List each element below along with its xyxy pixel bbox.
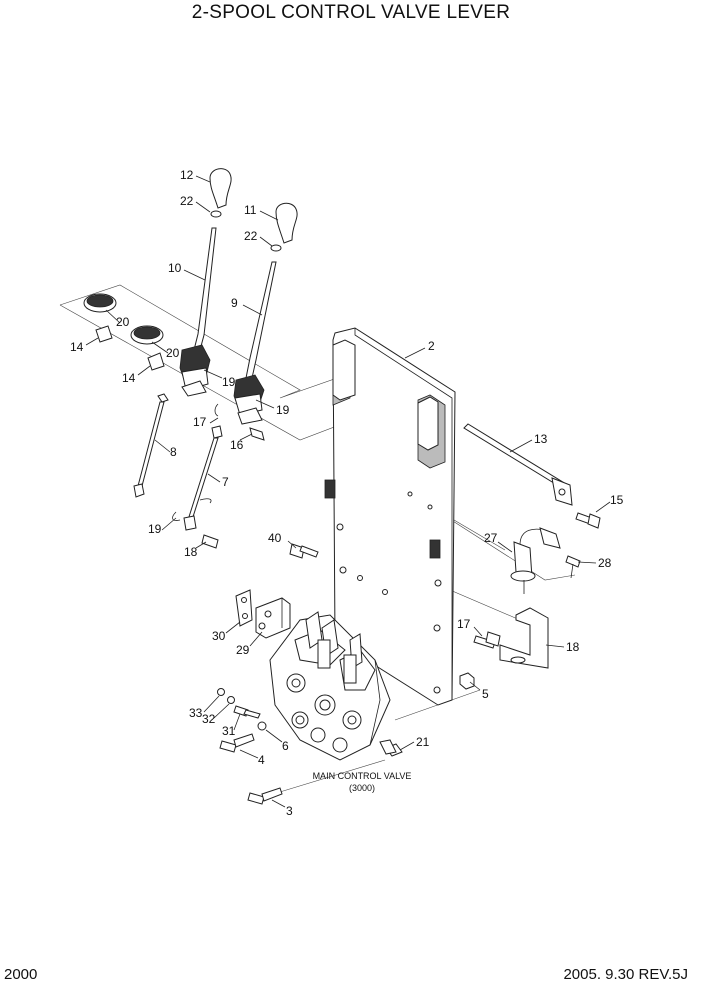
boot-20-lower bbox=[130, 325, 164, 345]
label-20b: 20 bbox=[166, 346, 180, 360]
label-29: 29 bbox=[236, 643, 250, 657]
label-22b: 22 bbox=[244, 229, 258, 243]
part-labels: 12 22 10 11 22 9 20 20 14 14 19 19 2 13 … bbox=[70, 168, 624, 818]
bracket-30 bbox=[235, 589, 253, 627]
label-13: 13 bbox=[534, 432, 548, 446]
spacer-14-lower bbox=[147, 352, 165, 371]
knob-12 bbox=[209, 168, 232, 209]
label-32: 32 bbox=[202, 712, 216, 726]
label-27: 27 bbox=[484, 531, 498, 545]
bolt-40 bbox=[289, 543, 319, 559]
label-6: 6 bbox=[282, 739, 289, 753]
label-40: 40 bbox=[268, 531, 282, 545]
clip-19 bbox=[172, 498, 212, 521]
bolt-15 bbox=[575, 512, 601, 529]
main-control-valve bbox=[269, 611, 391, 761]
label-5: 5 bbox=[482, 687, 489, 701]
label-20a: 20 bbox=[116, 315, 130, 329]
bolt-3 bbox=[247, 787, 283, 805]
valve-note-line2: (3000) bbox=[349, 783, 375, 793]
label-28: 28 bbox=[598, 556, 612, 570]
label-3: 3 bbox=[286, 804, 293, 818]
label-30: 30 bbox=[212, 629, 226, 643]
label-18b: 18 bbox=[184, 545, 198, 559]
switch-27 bbox=[510, 527, 561, 594]
label-2: 2 bbox=[428, 339, 435, 353]
page-number: 2000 bbox=[4, 966, 38, 983]
label-22a: 22 bbox=[180, 194, 194, 208]
label-17a: 17 bbox=[457, 617, 471, 631]
label-7: 7 bbox=[222, 475, 229, 489]
label-31: 31 bbox=[222, 724, 236, 738]
label-9: 9 bbox=[231, 296, 238, 310]
label-14b: 14 bbox=[122, 371, 136, 385]
rod-13 bbox=[463, 423, 573, 506]
valve-note-line1: MAIN CONTROL VALVE bbox=[313, 771, 412, 781]
label-19a: 19 bbox=[222, 375, 236, 389]
clip-17 bbox=[214, 403, 219, 417]
label-19c: 19 bbox=[148, 522, 162, 536]
bracket-18 bbox=[499, 607, 549, 669]
washer-32 bbox=[227, 696, 235, 704]
fitting-21 bbox=[379, 739, 403, 757]
label-4: 4 bbox=[258, 753, 265, 767]
block-29 bbox=[255, 597, 291, 639]
label-17b: 17 bbox=[193, 415, 207, 429]
lever-10 bbox=[179, 227, 217, 397]
lever-9 bbox=[233, 261, 277, 425]
bolt-28 bbox=[565, 555, 581, 579]
label-8: 8 bbox=[170, 445, 177, 459]
nut-5 bbox=[459, 672, 475, 690]
pin-16 bbox=[249, 427, 265, 441]
bolt-17-right bbox=[473, 631, 501, 649]
label-11: 11 bbox=[244, 203, 257, 217]
label-12: 12 bbox=[180, 168, 194, 182]
label-10: 10 bbox=[168, 261, 182, 275]
link-rod-7 bbox=[183, 425, 223, 531]
washer-33 bbox=[217, 688, 225, 696]
label-33: 33 bbox=[189, 706, 203, 720]
label-16: 16 bbox=[230, 438, 244, 452]
mounting-plate bbox=[324, 327, 456, 706]
leader-lines bbox=[85, 175, 611, 808]
revision-date: 2005. 9.30 REV.5J bbox=[563, 966, 688, 983]
nut-22-right bbox=[270, 244, 282, 252]
label-14a: 14 bbox=[70, 340, 84, 354]
nut-22-left bbox=[210, 210, 222, 218]
pin-18 bbox=[201, 534, 219, 549]
page-title: 2-SPOOL CONTROL VALVE LEVER bbox=[191, 2, 511, 23]
link-rod-8 bbox=[133, 393, 169, 498]
spacer-14-upper bbox=[95, 325, 113, 343]
bolt-4 bbox=[219, 733, 255, 753]
label-21: 21 bbox=[416, 735, 430, 749]
boot-20-upper bbox=[83, 293, 117, 313]
washer-6 bbox=[257, 721, 267, 731]
label-15: 15 bbox=[610, 493, 624, 507]
knob-11 bbox=[275, 202, 298, 244]
label-19b: 19 bbox=[276, 403, 290, 417]
label-18a: 18 bbox=[566, 640, 580, 654]
bolt-31 bbox=[233, 705, 261, 719]
